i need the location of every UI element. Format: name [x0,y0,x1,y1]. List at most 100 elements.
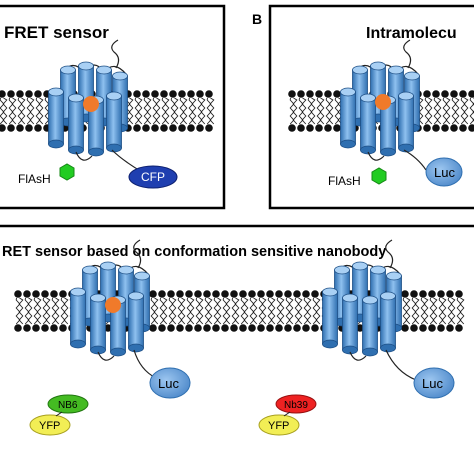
helix-top [340,87,356,97]
lipid-head [311,290,319,298]
lipid-tail [191,97,197,125]
panel-a: FRET sensor FlAsH CFP [0,4,226,210]
helix-cylinder [90,297,106,351]
lipid-head [302,290,310,298]
lipid-tail [459,297,465,325]
luc-ellipse-c-left [149,367,191,399]
lipid-tail [173,97,179,125]
lipid-head [50,290,58,298]
lipid-head [41,324,49,332]
lipid-head [419,324,427,332]
n-terminus [385,239,394,269]
helix-top [370,265,386,275]
lipid-head [212,324,220,332]
lipid-tail [279,297,285,325]
helix-cylinder [362,299,378,353]
lipid-head [149,290,157,298]
helix-top [60,65,76,75]
lipid-head [230,290,238,298]
lipid-head [468,124,474,132]
lipid-head [441,90,449,98]
lipid-head [275,290,283,298]
lipid-tail [288,297,294,325]
lipid-head [446,290,454,298]
lipid-tail [45,297,51,325]
helix-cylinder [48,91,64,145]
lipid-head [297,90,305,98]
nb6-ellipse [47,394,89,414]
lipid-head [14,324,22,332]
lipid-head [459,90,467,98]
c-terminus [133,349,157,379]
lipid-head [32,324,40,332]
c-terminus [403,149,427,171]
lipid-head [401,324,409,332]
lipid-tail [441,297,447,325]
helix-top [78,61,94,71]
intracellular-loop [97,351,115,361]
lipid-tail [137,97,143,125]
lipid-tail [29,97,35,125]
lipid-head [293,290,301,298]
lipid-head [185,324,193,332]
lipid-head [16,90,24,98]
lipid-head [459,124,467,132]
lipid-head [248,290,256,298]
lipid-head [196,90,204,98]
lipid-head [432,90,440,98]
helix-top [128,291,144,301]
extracellular-loop [83,264,149,275]
lipid-tail [18,297,24,325]
lipid-head [176,324,184,332]
lipid-head [455,324,463,332]
lipid-head [288,124,296,132]
extracellular-loop [335,264,401,275]
helix-top [96,65,112,75]
lipid-tail [463,97,469,125]
lipid-head [450,90,458,98]
lipid-head [142,90,150,98]
luc-label-b: Luc [434,165,455,180]
helix-top [112,71,128,81]
lipid-head [428,290,436,298]
lipid-head [185,290,193,298]
nb6-label: NB6 [58,400,78,411]
lipid-head [333,124,341,132]
lipid-head [257,290,265,298]
helix-bottom [48,139,64,149]
lipid-tail [270,297,276,325]
intracellular-loop [75,151,93,161]
lipid-tail [216,297,222,325]
lipid-head [419,290,427,298]
helix-top [322,287,338,297]
lipid-head [41,290,49,298]
lipid-tail [423,297,429,325]
nb39-ellipse [275,394,317,414]
lipid-tail [155,97,161,125]
lipid-head [160,90,168,98]
n-terminus [111,39,120,69]
helix-cylinder [398,95,414,149]
helix-cylinder [380,295,396,349]
lipid-tail [292,97,298,125]
helix-bottom [70,339,86,349]
n-terminus [403,39,412,69]
flash-label-b: FlAsH [328,174,361,188]
lipid-tail [301,97,307,125]
extracellular-loop [61,64,127,75]
lipid-head [203,290,211,298]
helix-top [106,91,122,101]
lipid-tail [306,297,312,325]
helix-bottom [362,347,378,357]
receptor-a [48,39,143,173]
lipid-head [315,124,323,132]
lipid-head [302,324,310,332]
lipid-head [221,290,229,298]
lipid-head [205,124,213,132]
panel-c: RET sensor based on conformation sensiti… [0,224,474,436]
lipid-tail [243,297,249,325]
helix-cylinder [70,291,86,345]
receptor-c-left [70,239,157,379]
panel-c-frame [0,224,474,228]
